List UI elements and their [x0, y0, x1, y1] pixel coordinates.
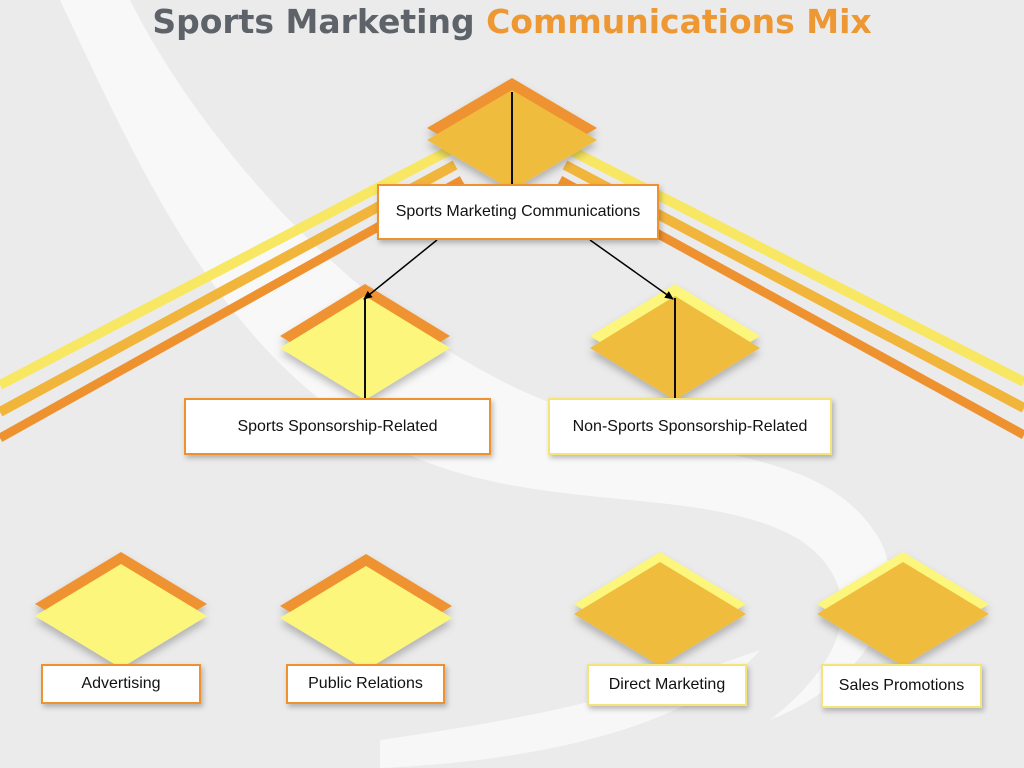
- node-advertising: Advertising: [41, 664, 201, 704]
- diamond-non-sponsorship-icon: [590, 284, 760, 400]
- node-sales-promotions: Sales Promotions: [821, 664, 982, 708]
- diamond-public-relations-icon: [280, 554, 452, 670]
- diamond-sales-promotions-icon: [817, 552, 989, 666]
- stripe-left-yellow: [0, 145, 453, 390]
- diamond-direct-marketing-icon: [574, 552, 746, 666]
- node-non-sports-sponsorship: Non-Sports Sponsorship-Related: [548, 398, 832, 455]
- node-sports-sponsorship: Sports Sponsorship-Related: [184, 398, 491, 455]
- title-part-orange: Communications Mix: [486, 2, 872, 41]
- node-root: Sports Marketing Communications: [377, 184, 659, 240]
- diamond-root-icon: [427, 78, 597, 190]
- node-direct-marketing: Direct Marketing: [587, 664, 747, 706]
- node-public-relations: Public Relations: [286, 664, 445, 704]
- page-title: Sports Marketing Communications Mix: [0, 0, 1024, 44]
- diamond-advertising-icon: [35, 552, 207, 668]
- arrow-root-to-non-sponsorship: [589, 239, 674, 300]
- background-swoosh: [60, 0, 890, 720]
- diamond-sponsorship-icon: [280, 284, 450, 400]
- background-swoosh-lower: [380, 650, 760, 768]
- arrow-root-to-sponsorship: [363, 239, 438, 300]
- title-part-gray: Sports Marketing: [152, 2, 475, 41]
